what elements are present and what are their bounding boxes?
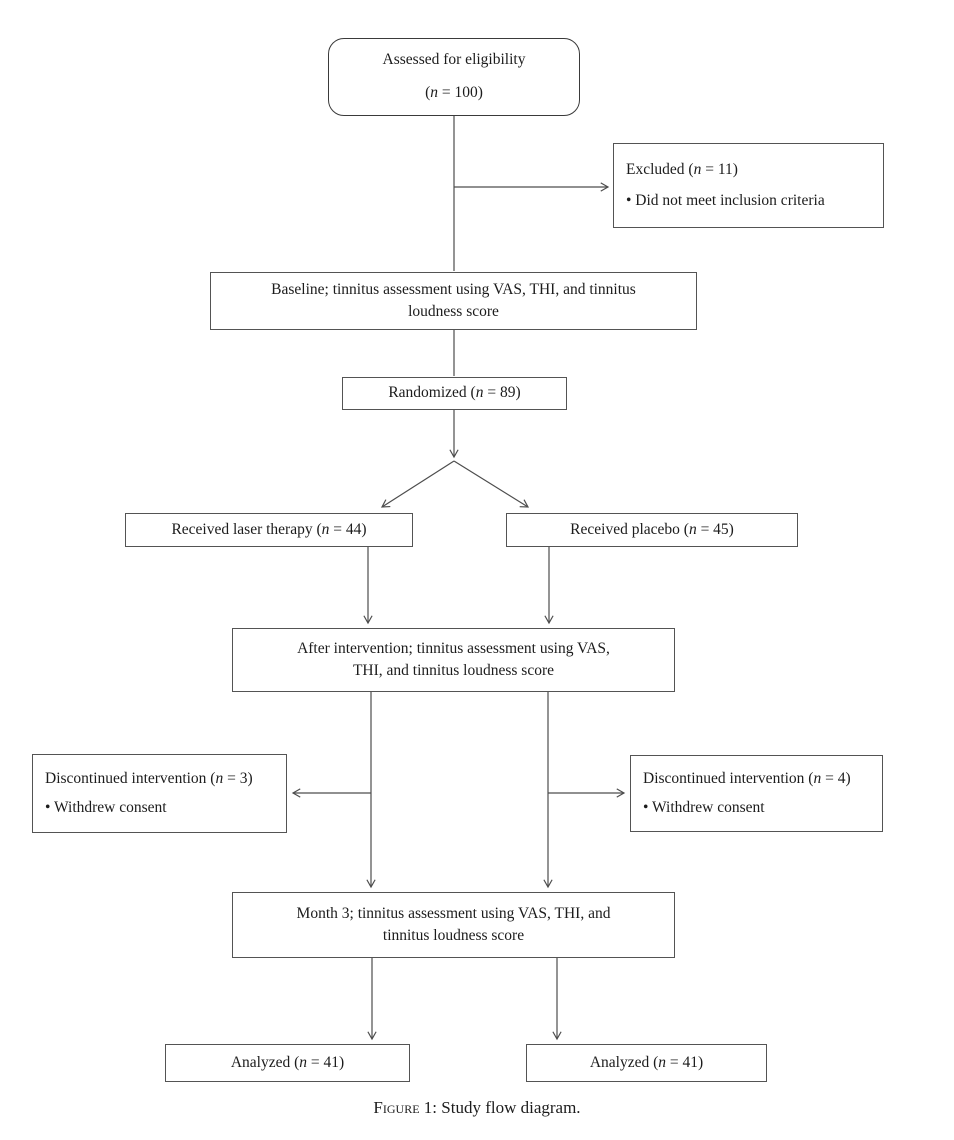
- assessed-n-label: (n = 100): [425, 77, 483, 110]
- label-text: n: [321, 520, 330, 538]
- label-text: Analyzed (: [230, 1053, 300, 1071]
- label-text: Excluded (: [626, 160, 694, 178]
- label-text: Received placebo (: [570, 520, 689, 538]
- label-text: n: [475, 384, 484, 402]
- assessed-box: Assessed for eligibility (n = 100): [328, 38, 580, 116]
- discontinued-right-bullet: • Withdrew consent: [643, 798, 765, 816]
- assessed-label: Assessed for eligibility: [382, 51, 526, 69]
- month3-box: Month 3; tinnitus assessment using VAS, …: [232, 892, 675, 958]
- discontinued-right-box: Discontinued intervention (n = 4) • With…: [630, 755, 883, 832]
- analyzed-left-label: Analyzed (n = 41): [231, 1052, 344, 1074]
- label-text: = 4): [821, 770, 851, 788]
- label-text: n: [430, 84, 438, 101]
- figure-caption-text: 1: Study flow diagram.: [419, 1098, 581, 1117]
- month3-label-line2: tinnitus loudness score: [382, 927, 525, 944]
- after-intervention-box: After intervention; tinnitus assessment …: [232, 628, 675, 692]
- label-text: n: [658, 1053, 667, 1071]
- figure-caption-label: Figure: [373, 1098, 420, 1117]
- placebo-arm-label: Received placebo (n = 45): [570, 519, 734, 541]
- label-text: (: [425, 84, 431, 101]
- excluded-label: Excluded (n = 11): [626, 159, 738, 181]
- excluded-bullet: • Did not meet inclusion criteria: [626, 191, 825, 209]
- label-text: = 45): [696, 520, 734, 538]
- arrow-split-to-laser: [380, 460, 455, 508]
- discontinued-left-box: Discontinued intervention (n = 3) • With…: [32, 754, 287, 833]
- randomized-label: Randomized (n = 89): [388, 382, 520, 404]
- month3-label-line1: Month 3; tinnitus assessment using VAS, …: [296, 904, 611, 922]
- label-text: Randomized (: [388, 384, 476, 402]
- label-text: n: [215, 769, 224, 787]
- baseline-box: Baseline; tinnitus assessment using VAS,…: [210, 272, 697, 330]
- arrow-split-to-placebo: [453, 460, 530, 508]
- laser-arm-box: Received laser therapy (n = 44): [125, 513, 413, 547]
- label-text: = 41): [307, 1053, 345, 1071]
- label-text: n: [688, 520, 697, 538]
- laser-arm-label: Received laser therapy (n = 44): [171, 519, 366, 541]
- discontinued-right-label: Discontinued intervention (n = 4): [643, 768, 851, 790]
- figure-caption: Figure 1: Study flow diagram.: [0, 1098, 954, 1118]
- after-intervention-label-line1: After intervention; tinnitus assessment …: [297, 639, 610, 657]
- analyzed-right-box: Analyzed (n = 41): [526, 1044, 767, 1082]
- discontinued-left-bullet: • Withdrew consent: [45, 798, 167, 816]
- label-text: = 3): [223, 769, 253, 787]
- after-intervention-label-line2: THI, and tinnitus loudness score: [352, 662, 555, 679]
- label-text: n: [813, 770, 822, 788]
- randomized-box: Randomized (n = 89): [342, 377, 567, 410]
- analyzed-left-box: Analyzed (n = 41): [165, 1044, 410, 1082]
- placebo-arm-box: Received placebo (n = 45): [506, 513, 798, 547]
- analyzed-right-label: Analyzed (n = 41): [590, 1052, 703, 1074]
- excluded-box: Excluded (n = 11) • Did not meet inclusi…: [613, 143, 884, 228]
- label-text: = 41): [666, 1053, 704, 1071]
- baseline-label-line1: Baseline; tinnitus assessment using VAS,…: [271, 280, 636, 298]
- label-text: Analyzed (: [589, 1053, 659, 1071]
- label-text: = 89): [483, 384, 521, 402]
- label-text: = 44): [329, 520, 367, 538]
- label-text: = 11): [701, 160, 738, 178]
- label-text: n: [299, 1053, 308, 1071]
- label-text: Discontinued intervention (: [45, 769, 216, 787]
- label-text: Discontinued intervention (: [643, 770, 814, 788]
- label-text: n: [693, 160, 702, 178]
- label-text: = 100): [438, 84, 483, 101]
- discontinued-left-label: Discontinued intervention (n = 3): [45, 768, 253, 790]
- label-text: Received laser therapy (: [171, 520, 322, 538]
- baseline-label-line2: loudness score: [408, 303, 499, 320]
